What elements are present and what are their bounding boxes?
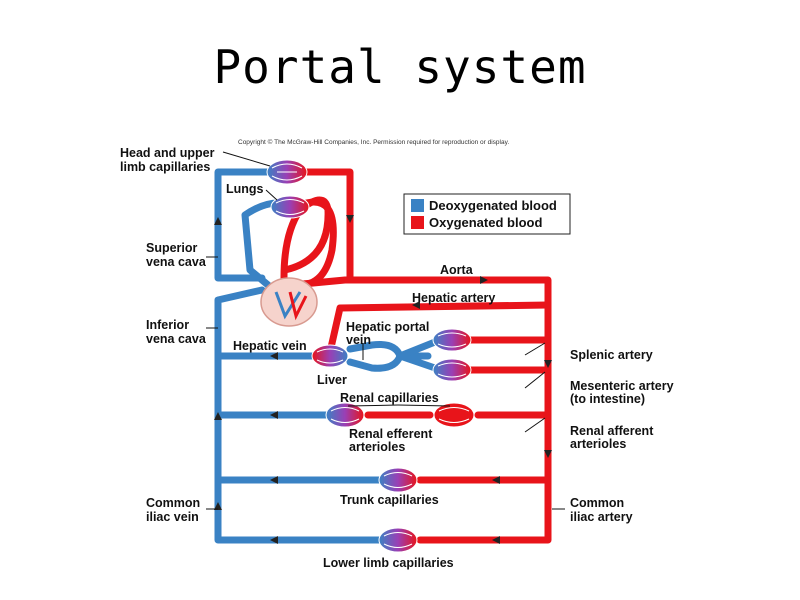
legend-swatch-oxygenated [411,216,424,229]
oxygenated-vessels [280,168,552,544]
label-lungs: Lungs [226,182,264,196]
label-lower-limb-capillaries: Lower limb capillaries [323,556,454,570]
copyright-text: Copyright © The McGraw-Hill Companies, I… [238,138,509,146]
leader-lines [206,151,565,510]
splenic-capillaries [432,328,472,352]
label-superior-vena-cava: Superior vena cava [146,241,207,269]
head-capillaries [266,159,308,185]
label-hepatic-artery: Hepatic artery [412,291,495,305]
label-hepatic-vein: Hepatic vein [233,339,307,353]
label-common-iliac-artery: Common iliac artery [570,496,633,524]
legend-label-oxygenated: Oxygenated blood [429,215,542,230]
legend-label-deoxygenated: Deoxygenated blood [429,198,557,213]
label-mesenteric-artery: Mesenteric artery (to intestine) [570,379,677,406]
lung-capillaries [270,195,310,219]
label-trunk-capillaries: Trunk capillaries [340,493,439,507]
trunk-capillaries [378,467,418,493]
heart-icon [260,277,318,327]
flow-arrows [214,215,552,544]
label-common-iliac-vein: Common iliac vein [146,496,204,524]
legend: Deoxygenated blood Oxygenated blood [403,193,571,235]
lower-limb-capillaries [378,527,418,553]
label-head-capillaries: Head and upper limb capillaries [120,146,218,174]
label-renal-capillaries: Renal capillaries [340,391,439,405]
label-hepatic-portal-vein: Hepatic portal vein [346,320,433,347]
label-liver: Liver [317,373,347,387]
label-inferior-vena-cava: Inferior vena cava [146,318,207,346]
label-splenic-artery: Splenic artery [570,348,653,362]
label-renal-efferent-arterioles: Renal efferent arterioles [349,427,436,454]
label-aorta: Aorta [440,263,474,277]
liver-capillaries [311,344,349,368]
intestine-capillaries [432,358,472,382]
slide-title: Portal system [213,40,587,94]
label-renal-afferent-arterioles: Renal afferent arterioles [570,424,657,451]
legend-swatch-deoxygenated [411,199,424,212]
renal-capillaries [325,402,475,428]
